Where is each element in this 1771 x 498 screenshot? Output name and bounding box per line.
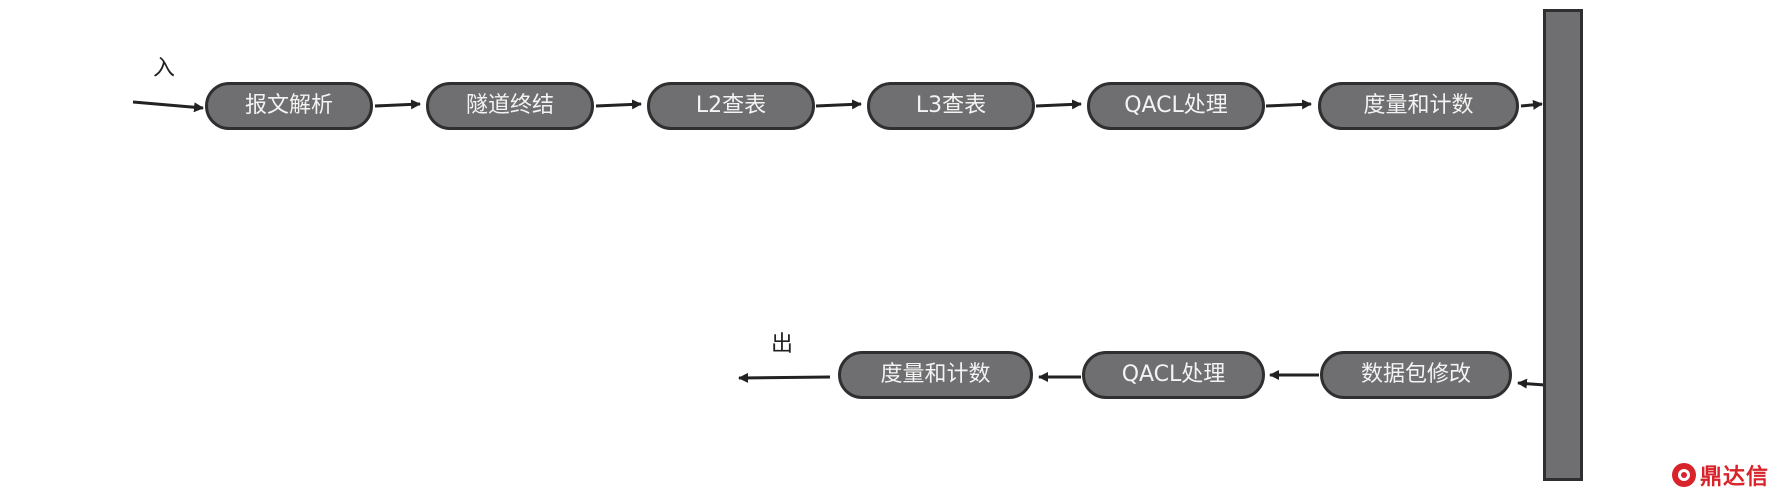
arrow-top-6	[1520, 99, 1543, 110]
arrow-top-2	[595, 99, 642, 110]
arrow-top-4	[1035, 99, 1082, 110]
arrow-top-3	[815, 99, 862, 110]
node-top-1: 报文解析	[205, 82, 373, 130]
node-top-5: QACL处理	[1087, 82, 1265, 130]
arrow-top-1	[374, 99, 421, 110]
node-top-4: L3查表	[867, 82, 1035, 130]
arrow-bottom-1	[1517, 378, 1546, 389]
node-top-2: 隧道终结	[426, 82, 594, 130]
node-bottom-2: QACL处理	[1082, 351, 1265, 399]
brand-watermark: 鼎达信	[1672, 461, 1770, 490]
brand-logo-icon	[1672, 463, 1696, 487]
node-top-6: 度量和计数	[1318, 82, 1519, 130]
node-bottom-1: 数据包修改	[1320, 351, 1512, 399]
output-label: 出	[771, 332, 794, 357]
switch-fabric-bar	[1543, 9, 1583, 481]
input-label: 入	[153, 56, 176, 81]
arrow-top-5	[1265, 99, 1312, 110]
node-bottom-3: 度量和计数	[838, 351, 1033, 399]
node-top-3: L2查表	[647, 82, 815, 130]
output-arrow	[738, 372, 831, 383]
brand-text: 鼎达信	[1700, 465, 1770, 490]
input-arrow	[132, 100, 204, 113]
